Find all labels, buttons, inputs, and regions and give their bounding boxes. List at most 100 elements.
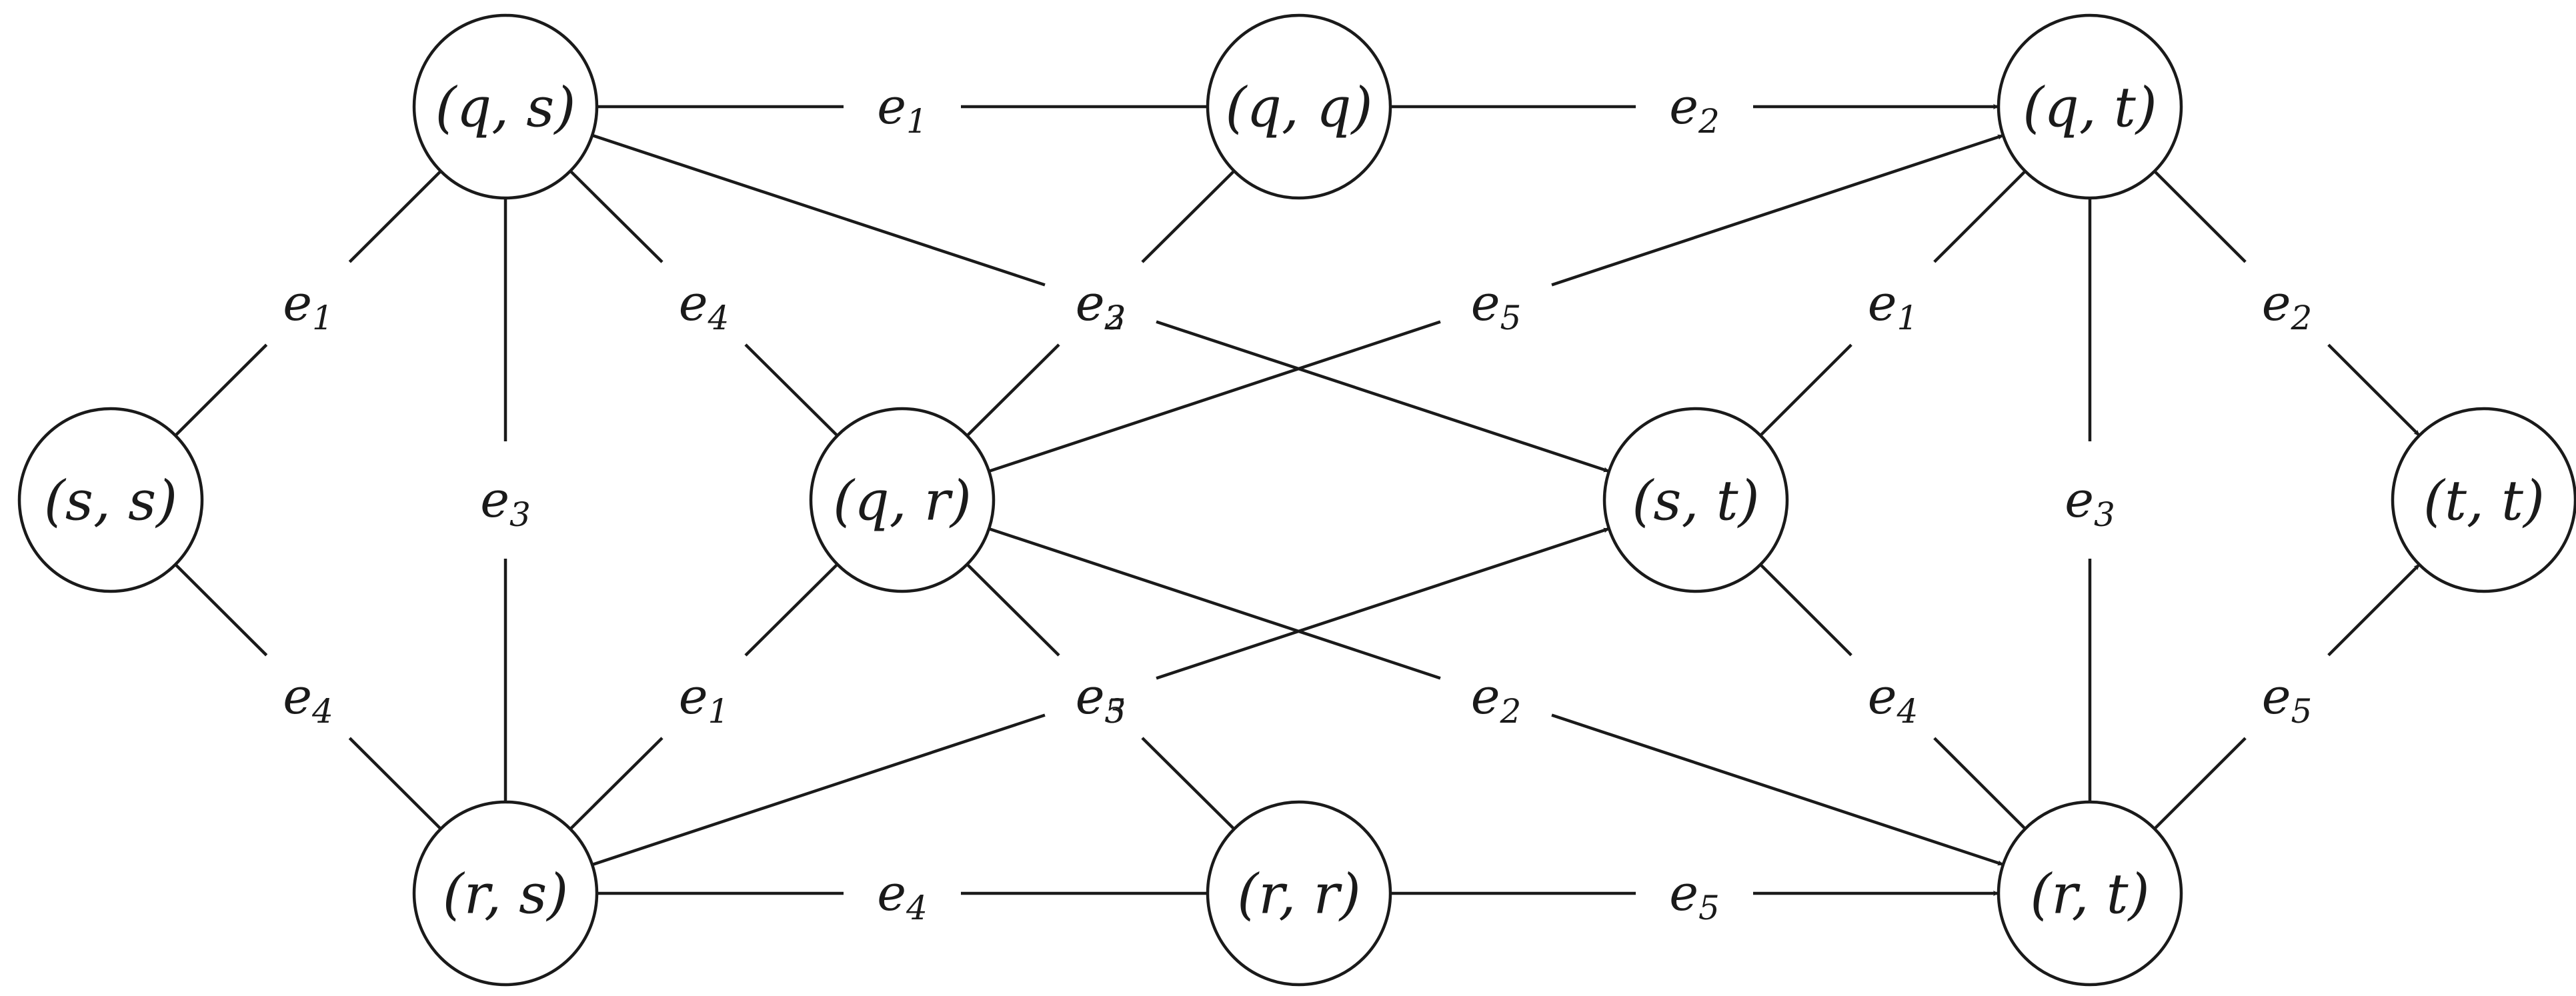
node-label: (t, t)	[2423, 470, 2545, 533]
edge-label: e3	[1076, 668, 1126, 731]
edge-label: e1	[679, 668, 730, 731]
edge-line	[744, 343, 839, 437]
edge-label: e1	[1868, 275, 1918, 337]
edge-label: e3	[1076, 275, 1126, 337]
node-label: (s, t)	[1632, 470, 1759, 533]
edge-qs-st: e2	[591, 133, 1610, 473]
node-circle	[1206, 13, 1392, 200]
edge-line	[591, 133, 1046, 287]
node-label: (s, s)	[44, 470, 177, 533]
edge-line	[966, 563, 1060, 657]
edge-line	[1933, 737, 2027, 830]
edge-label: e3	[480, 471, 531, 534]
edge-label: e4	[679, 275, 730, 337]
edge-line	[966, 343, 1060, 437]
node-qt: (q, t)	[1997, 13, 2183, 200]
edge-label: e5	[1669, 865, 1720, 927]
node-qr: (q, r)	[809, 407, 996, 593]
edge-label: e2	[1669, 78, 1720, 141]
nodes-layer: (s, s) (q, s) (r, s) (q, q) (q, r) (r, r) (q, …	[17, 13, 2576, 987]
edge-label: e4	[283, 668, 333, 731]
edge-label: e2	[2262, 275, 2313, 337]
edge-line	[591, 713, 1046, 867]
edge-label: e5	[1076, 668, 1126, 731]
edge-label: e2	[1471, 668, 1522, 731]
node-label: (q, q)	[1225, 77, 1372, 140]
edge-rr-rt: e5	[1390, 865, 1999, 927]
edge-label: e1	[877, 78, 928, 141]
edge-st-rt: e4	[1759, 563, 2027, 830]
edge-label: e3	[2065, 471, 2115, 534]
edge-line	[744, 563, 839, 657]
node-label: (r, t)	[2030, 863, 2149, 927]
edge-line	[569, 737, 664, 831]
edge-line	[1759, 563, 1852, 657]
edge-rs-st: e5	[591, 527, 1610, 867]
node-circle	[1602, 407, 1789, 593]
node-circle	[1206, 800, 1392, 987]
node-circle	[1997, 800, 2183, 987]
edge-arrow	[2327, 563, 2421, 657]
node-circle	[17, 407, 204, 593]
edge-line	[348, 737, 442, 830]
edge-qs-qr: e4	[569, 169, 839, 437]
edge-rs-rr: e4	[597, 865, 1208, 927]
edge-arrow	[1551, 133, 2004, 287]
node-qs: (q, s)	[412, 13, 599, 200]
node-rr: (r, r)	[1206, 800, 1392, 987]
edge-line	[1933, 170, 2027, 263]
edge-line	[1759, 343, 1852, 437]
edge-ss-qs: e1	[174, 170, 442, 437]
edge-st-qt: e1	[1759, 170, 2027, 437]
node-circle	[412, 13, 599, 200]
node-ss: (s, s)	[17, 407, 204, 593]
edge-line	[988, 320, 1441, 473]
node-st: (s, t)	[1602, 407, 1789, 593]
node-label: (r, r)	[1237, 863, 1361, 927]
node-label: (q, r)	[833, 470, 972, 533]
edge-label: e1	[283, 275, 333, 337]
edge-line	[1141, 169, 1236, 263]
node-qq: (q, q)	[1206, 13, 1392, 200]
edge-line	[2153, 170, 2247, 263]
node-circle	[1997, 13, 2183, 200]
edge-arrow	[1156, 320, 1610, 473]
edge-label: e5	[2262, 668, 2313, 731]
edge-line	[174, 563, 268, 657]
edge-qs-rs: e3	[480, 198, 531, 802]
node-rs: (r, s)	[412, 800, 599, 987]
edge-label: e4	[877, 865, 928, 927]
edge-qq-qt: e2	[1390, 78, 1999, 141]
node-circle	[2391, 407, 2576, 593]
edge-label: e4	[1868, 668, 1918, 731]
node-label: (q, s)	[435, 77, 576, 140]
node-tt: (t, t)	[2391, 407, 2576, 593]
edge-label: e2	[1076, 275, 1126, 337]
edge-arrow	[2327, 343, 2421, 437]
edge-qt-tt: e2	[2153, 170, 2421, 437]
edge-label: e5	[1471, 275, 1522, 337]
edge-qr-rt: e2	[988, 527, 2004, 867]
edge-qs-qq: e1	[597, 78, 1208, 141]
node-rt: (r, t)	[1997, 800, 2183, 987]
edge-line	[174, 343, 268, 437]
edge-line	[569, 169, 664, 263]
edge-qr-rr: e3	[966, 563, 1236, 831]
edge-qr-qt: e5	[988, 133, 2004, 473]
edge-line	[348, 170, 442, 263]
edge-arrow	[1551, 713, 2004, 867]
edge-ss-rs: e4	[174, 563, 442, 830]
edge-qt-rt: e3	[2065, 198, 2115, 802]
edge-rs-qr: e1	[569, 563, 839, 831]
edge-qr-qq: e3	[966, 169, 1236, 437]
edge-line	[1141, 737, 1236, 831]
edge-line	[2153, 737, 2247, 830]
edge-rt-tt: e5	[2153, 563, 2421, 830]
node-circle	[412, 800, 599, 987]
edge-arrow	[1156, 527, 1610, 680]
node-label: (r, s)	[443, 863, 568, 927]
node-label: (q, t)	[2023, 77, 2157, 140]
node-circle	[809, 407, 996, 593]
